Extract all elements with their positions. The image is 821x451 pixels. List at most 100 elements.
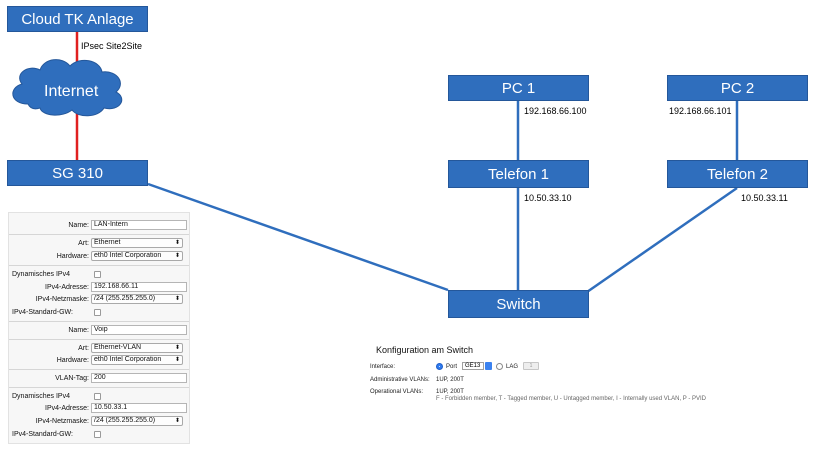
node-sg310-label: SG 310 <box>52 164 103 182</box>
lag-label: LAG <box>506 364 519 370</box>
separator <box>9 387 189 388</box>
voip-hardware-label: Hardware: <box>56 356 89 364</box>
select-arrows-icon: ⬍ <box>174 357 180 363</box>
select-arrows-icon: ⬍ <box>174 418 180 424</box>
lan-name-label: Name: <box>68 221 89 229</box>
lan-name-row: Name: LAN-Intern <box>9 219 189 231</box>
voip-art-row: Art: Ethernet-VLAN ⬍ <box>9 342 189 354</box>
interface-label: Interface: <box>370 364 396 370</box>
separator <box>9 321 189 322</box>
lan-art-row: Art: Ethernet ⬍ <box>9 237 189 249</box>
voip-vlan-label: VLAN-Tag: <box>55 374 89 382</box>
lan-hardware-label: Hardware: <box>56 252 89 260</box>
voip-gw-label: IPv4-Standard-GW: <box>12 430 73 438</box>
lan-name-input[interactable]: LAN-Intern <box>91 220 187 230</box>
lag-select[interactable]: 1 <box>523 362 539 370</box>
node-internet-label: Internet <box>44 83 99 100</box>
select-arrows-icon: ⬍ <box>174 296 180 302</box>
node-telefon1-label: Telefon 1 <box>488 165 549 183</box>
lan-ipv4-label: IPv4-Adresse: <box>45 283 89 291</box>
voip-art-value: Ethernet-VLAN <box>94 344 142 351</box>
voip-ipv4-input[interactable]: 10.50.33.1 <box>91 403 187 413</box>
node-telefon2-label: Telefon 2 <box>707 165 768 183</box>
port-label: Port <box>446 364 458 370</box>
lan-hardware-value: eth0 Intel Corporation <box>94 252 162 259</box>
node-pc2-label: PC 2 <box>720 79 755 97</box>
lan-ipv4-input[interactable]: 192.168.66.11 <box>91 282 187 292</box>
oper-vlans-value: 1UP, 200T <box>436 389 464 395</box>
lan-gw-row: IPv4-Standard-GW: <box>9 306 189 318</box>
voip-mask-value: /24 (255.255.255.0) <box>94 417 156 424</box>
voip-ipv4-row: IPv4-Adresse: 10.50.33.1 <box>9 402 189 414</box>
ipsec-label: IPsec Site2Site <box>81 41 143 51</box>
select-arrows-icon: ⬍ <box>174 240 180 246</box>
lan-mask-select[interactable]: /24 (255.255.255.0) ⬍ <box>91 294 183 304</box>
internet-cloud-icon <box>12 59 123 117</box>
separator <box>9 265 189 266</box>
admin-vlans-value: 1UP, 200T <box>436 377 464 383</box>
switch-config-panel: Konfiguration am Switch Interface: Port … <box>370 344 750 414</box>
lan-gw-checkbox[interactable] <box>94 308 101 316</box>
lan-gw-label: IPv4-Standard-GW: <box>12 308 73 316</box>
node-switch-label: Switch <box>496 295 541 313</box>
select-arrows-icon: ⬍ <box>174 345 180 351</box>
voip-hardware-row: Hardware: eth0 Intel Corporation ⬍ <box>9 354 189 366</box>
voip-hardware-select[interactable]: eth0 Intel Corporation ⬍ <box>91 355 183 365</box>
port-select-arrow-icon[interactable] <box>485 362 492 370</box>
voip-mask-row: IPv4-Netzmaske: /24 (255.255.255.0) ⬍ <box>9 415 189 427</box>
voip-mask-label: IPv4-Netzmaske: <box>35 417 89 425</box>
port-select[interactable]: GE13 <box>462 362 484 370</box>
voip-hardware-value: eth0 Intel Corporation <box>94 356 162 363</box>
node-pc1: PC 1 <box>448 75 589 101</box>
tel1-ip-label: 10.50.33.10 <box>524 193 572 203</box>
lan-hardware-row: Hardware: eth0 Intel Corporation⬍ <box>9 250 189 262</box>
lan-mask-label: IPv4-Netzmaske: <box>35 295 89 303</box>
port-value: GE13 <box>465 363 481 369</box>
lan-dyn-row: Dynamisches IPv4 <box>9 268 189 280</box>
voip-vlan-input[interactable]: 200 <box>91 373 187 383</box>
voip-dyn-checkbox[interactable] <box>94 392 101 400</box>
node-cloud-tk-anlage: Cloud TK Anlage <box>7 6 148 32</box>
lan-art-select[interactable]: Ethernet ⬍ <box>91 238 183 248</box>
tel2-ip-label: 10.50.33.11 <box>741 193 788 203</box>
switch-config-title: Konfiguration am Switch <box>376 345 474 355</box>
voip-gw-row: IPv4-Standard-GW: <box>9 428 189 440</box>
oper-vlans-label: Operational VLANs: <box>370 389 424 395</box>
interface-form-panel: Name: LAN-Intern Art: Ethernet ⬍ Hardware… <box>8 212 190 444</box>
voip-dyn-label: Dynamisches IPv4 <box>12 392 70 400</box>
lan-art-label: Art: <box>78 239 89 247</box>
admin-vlans-label: Administrative VLANs: <box>370 377 430 383</box>
node-sg310: SG 310 <box>7 160 148 186</box>
voip-name-row: Name: Voip <box>9 324 189 336</box>
node-switch: Switch <box>448 290 589 318</box>
lan-dyn-label: Dynamisches IPv4 <box>12 270 70 278</box>
separator <box>9 234 189 235</box>
node-pc2: PC 2 <box>667 75 808 101</box>
link-telefon2-switch <box>586 186 738 294</box>
pc2-ip-label: 192.168.66.101 <box>669 106 732 116</box>
lan-mask-value: /24 (255.255.255.0) <box>94 295 156 302</box>
node-cloud-tk-anlage-label: Cloud TK Anlage <box>21 10 134 28</box>
separator <box>9 339 189 340</box>
lan-dyn-checkbox[interactable] <box>94 270 101 278</box>
port-radio[interactable] <box>436 363 443 370</box>
lag-radio[interactable] <box>496 363 503 370</box>
voip-art-select[interactable]: Ethernet-VLAN ⬍ <box>91 343 183 353</box>
voip-art-label: Art: <box>78 344 89 352</box>
lan-art-value: Ethernet <box>94 239 121 246</box>
vlan-legend: F - Forbidden member, T - Tagged member,… <box>436 396 707 402</box>
voip-vlan-row: VLAN-Tag: 200 <box>9 372 189 384</box>
lan-hardware-select[interactable]: eth0 Intel Corporation⬍ <box>91 251 183 261</box>
link-sg310-switch <box>147 182 449 292</box>
voip-mask-select[interactable]: /24 (255.255.255.0) ⬍ <box>91 416 183 426</box>
voip-name-input[interactable]: Voip <box>91 325 187 335</box>
node-telefon1: Telefon 1 <box>448 160 589 188</box>
node-telefon2: Telefon 2 <box>667 160 808 188</box>
separator <box>9 369 189 370</box>
node-pc1-label: PC 1 <box>501 79 536 97</box>
pc1-ip-label: 192.168.66.100 <box>524 106 587 116</box>
voip-gw-checkbox[interactable] <box>94 430 101 438</box>
voip-dyn-row: Dynamisches IPv4 <box>9 390 189 402</box>
voip-ipv4-label: IPv4-Adresse: <box>45 404 89 412</box>
